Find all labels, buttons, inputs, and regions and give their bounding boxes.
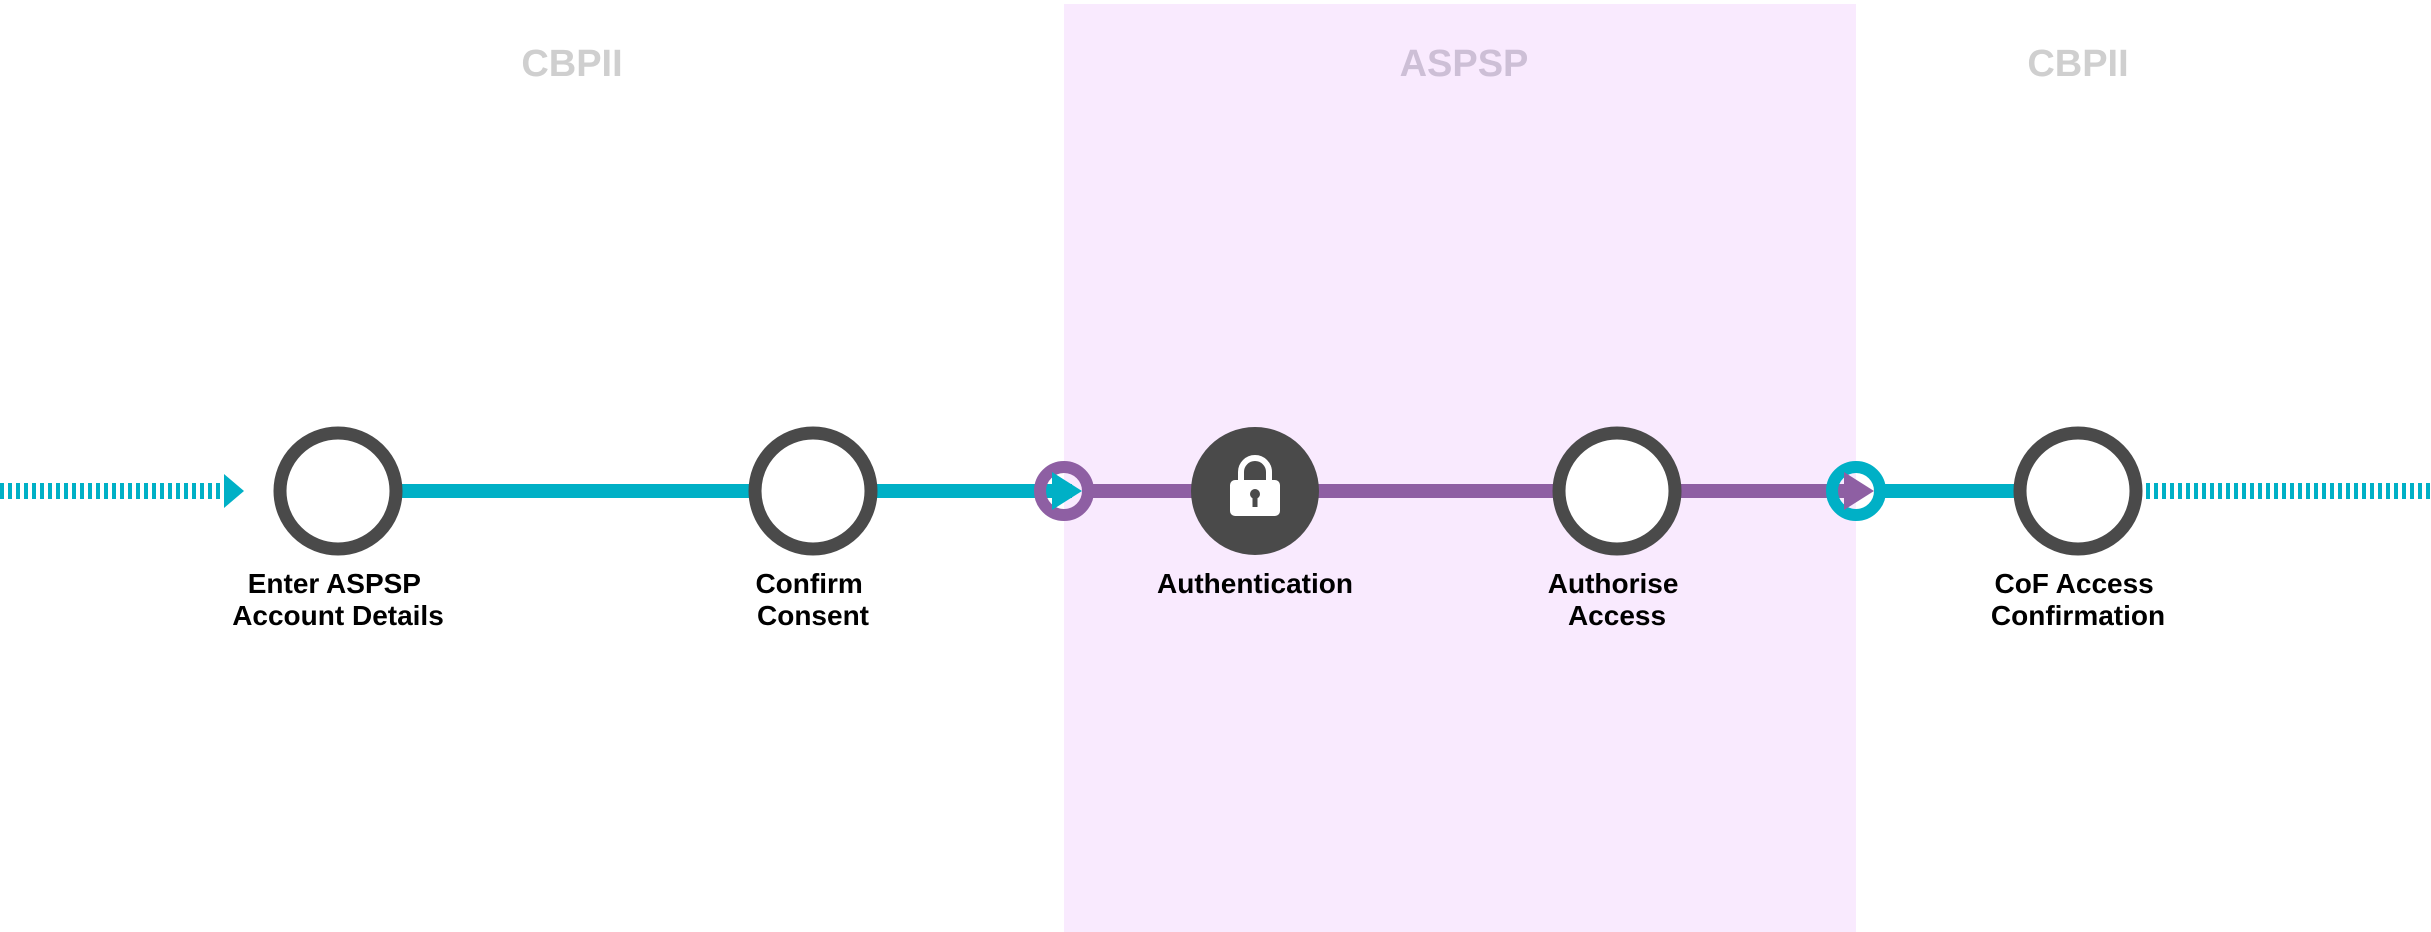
zone-label-cbpii-right: CBPII: [2027, 43, 2128, 85]
step-circle-authorise-access: [1552, 426, 1682, 556]
step-label-enter-details: Enter ASPSP Account Details: [232, 568, 444, 631]
step-circle-enter-details: [273, 426, 403, 556]
aspsp-zone-background: [1064, 4, 1856, 932]
step-circle-cof-confirmation: [2013, 426, 2143, 556]
padlock-icon: [1230, 455, 1280, 516]
handoff-marker-to-aspsp: [1034, 461, 1094, 521]
step-label-authorise-access: Authorise Access: [1548, 568, 1686, 631]
step-label-authentication: Authentication: [1157, 568, 1353, 599]
step-label-cof-confirmation: CoF Access Confirmation: [1991, 568, 2165, 631]
step-label-confirm-consent: Confirm Consent: [755, 568, 870, 631]
zone-label-aspsp: ASPSP: [1400, 43, 1529, 85]
step-circle-confirm-consent: [748, 426, 878, 556]
zone-label-cbpii-left: CBPII: [521, 43, 622, 85]
handoff-marker-to-cbpii: [1826, 461, 1886, 521]
incoming-arrow-head: [224, 474, 244, 508]
